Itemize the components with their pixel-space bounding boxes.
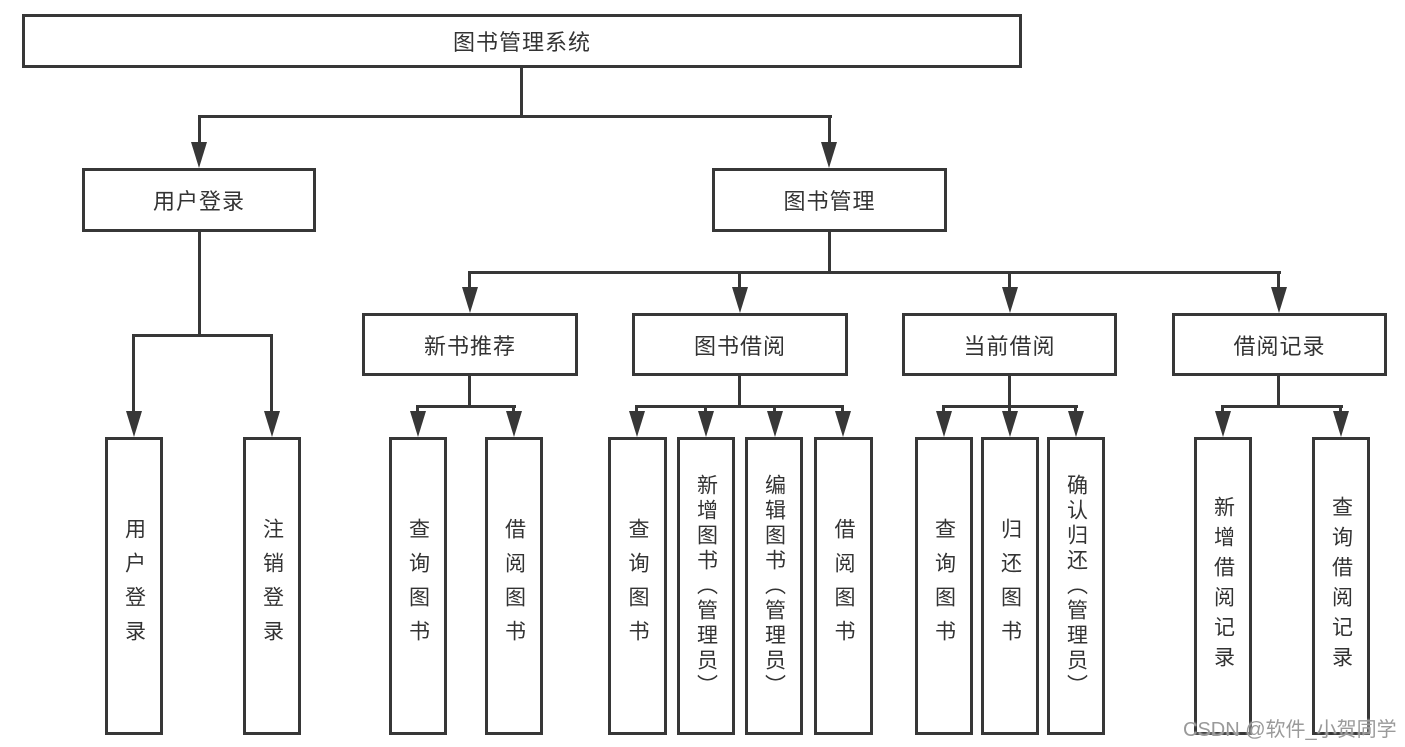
leaf-logout-login: 注销登录 [243, 437, 301, 735]
connector-line [468, 376, 471, 408]
arrowhead-icon [506, 411, 522, 437]
arrowhead-icon [1068, 411, 1084, 437]
arrowhead-icon [410, 411, 426, 437]
connector-line [416, 405, 419, 413]
connector-line [468, 271, 1281, 274]
leaf-label: 查询图书 [406, 518, 430, 654]
leaf-label: 注销登录 [260, 518, 284, 654]
arrowhead-icon [732, 287, 748, 313]
connector-line [828, 232, 831, 274]
node-label: 用户登录 [152, 189, 245, 214]
node-new-book-recommendation: 新书推荐 [362, 313, 578, 376]
arrowhead-icon [835, 411, 851, 437]
connector-line [198, 115, 832, 118]
node-label: 图书管理系统 [452, 30, 591, 55]
connector-line [841, 405, 844, 413]
connector-line [704, 405, 707, 413]
node-label: 当前借阅 [963, 333, 1056, 359]
leaf-label: 查询图书 [626, 518, 649, 654]
connector-line [1221, 405, 1343, 408]
arrowhead-icon [1271, 287, 1287, 313]
arrowhead-icon [1002, 411, 1018, 437]
watermark-text: CSDN @软件_小贺同学 [1183, 719, 1397, 741]
arrowhead-icon [462, 287, 478, 313]
leaf-edit-book-admin: 编辑图书（管理员） [745, 437, 803, 735]
node-book-management: 图书管理 [712, 168, 947, 232]
leaf-borrow-books: 借阅图书 [485, 437, 543, 735]
connector-line [512, 405, 515, 413]
leaf-label: 用户登录 [122, 518, 146, 654]
node-label: 借阅记录 [1233, 333, 1326, 359]
arrowhead-icon [191, 142, 207, 168]
leaf-borrow-books: 借阅图书 [814, 437, 873, 735]
node-current-borrowing: 当前借阅 [902, 313, 1117, 376]
node-user-login: 用户登录 [82, 168, 316, 232]
connector-line [520, 68, 523, 117]
node-label: 新书推荐 [423, 333, 516, 359]
arrowhead-icon [629, 411, 645, 437]
leaf-label: 新增借阅记录 [1211, 496, 1235, 676]
connector-line [1008, 271, 1011, 289]
connector-line [635, 405, 638, 413]
arrowhead-icon [936, 411, 952, 437]
node-label: 图书管理 [783, 189, 876, 214]
connector-line [635, 405, 844, 408]
connector-line [1074, 405, 1077, 413]
arrowhead-icon [767, 411, 783, 437]
leaf-label: 归还图书 [998, 518, 1022, 654]
leaf-add-borrow-record: 新增借阅记录 [1194, 437, 1252, 735]
connector-line [942, 405, 945, 413]
leaf-return-book: 归还图书 [981, 437, 1039, 735]
arrowhead-icon [1215, 411, 1231, 437]
connector-line [1221, 405, 1224, 413]
leaf-confirm-return-admin: 确认归还（管理员） [1047, 437, 1105, 735]
node-borrowing-records: 借阅记录 [1172, 313, 1387, 376]
arrowhead-icon [1002, 287, 1018, 313]
leaf-label: 查询借阅记录 [1329, 496, 1353, 676]
connector-line [1008, 376, 1011, 408]
connector-line [416, 405, 516, 408]
connector-line [828, 115, 831, 145]
arrowhead-icon [264, 411, 280, 437]
leaf-query-borrow-record: 查询借阅记录 [1312, 437, 1370, 735]
leaf-label: 编辑图书（管理员） [762, 473, 786, 699]
connector-line [1008, 405, 1011, 413]
connector-line [738, 271, 741, 289]
connector-line [198, 232, 201, 336]
connector-line [198, 115, 201, 145]
node-library-management-system: 图书管理系统 [22, 14, 1022, 68]
leaf-query-books: 查询图书 [915, 437, 973, 735]
arrowhead-icon [1333, 411, 1349, 437]
leaf-label: 借阅图书 [832, 518, 855, 654]
leaf-label: 新增图书（管理员） [694, 473, 718, 699]
leaf-add-book-admin: 新增图书（管理员） [677, 437, 735, 735]
node-label: 图书借阅 [693, 333, 786, 359]
leaf-query-books: 查询图书 [389, 437, 447, 735]
connector-line [1339, 405, 1342, 413]
arrowhead-icon [126, 411, 142, 437]
node-book-borrowing: 图书借阅 [632, 313, 848, 376]
arrowhead-icon [821, 142, 837, 168]
leaf-query-books: 查询图书 [608, 437, 667, 735]
leaf-label: 确认归还（管理员） [1064, 473, 1088, 699]
leaf-label: 借阅图书 [502, 518, 526, 654]
connector-line [738, 376, 741, 408]
leaf-label: 查询图书 [932, 518, 956, 654]
connector-line [132, 334, 135, 412]
connector-line [773, 405, 776, 413]
connector-line [468, 271, 471, 289]
connector-line [132, 334, 273, 337]
arrowhead-icon [698, 411, 714, 437]
leaf-user-login: 用户登录 [105, 437, 163, 735]
connector-line [1277, 376, 1280, 408]
connector-line [1277, 271, 1280, 289]
connector-line [270, 334, 273, 412]
